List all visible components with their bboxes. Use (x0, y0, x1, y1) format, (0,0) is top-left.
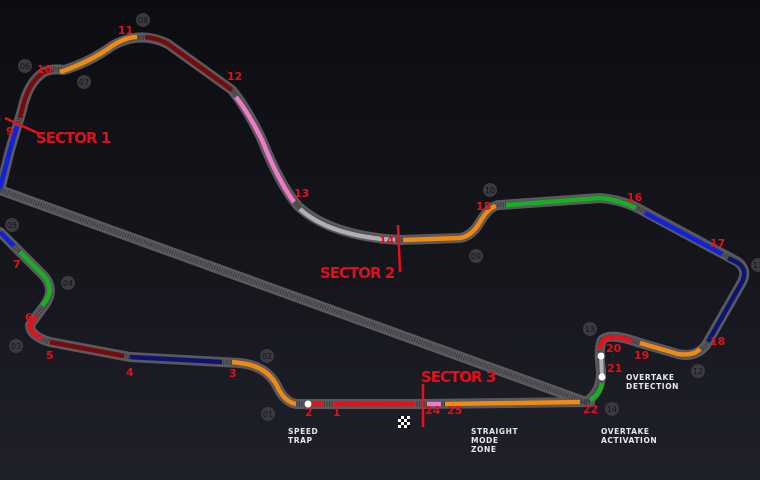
marker-badge: 10 (483, 183, 497, 197)
turn-number: 2 (305, 406, 313, 419)
turn-number: 1 (333, 406, 341, 419)
turn-number: 9 (6, 125, 14, 138)
detection-segment (599, 355, 604, 378)
turn-number: 16 (627, 191, 643, 204)
track-segment-grey (298, 207, 396, 243)
turn-number: 19 (634, 349, 649, 362)
svg-text:01: 01 (263, 410, 273, 419)
marker-badge: 06 (18, 59, 32, 73)
track-segment-navy (706, 255, 747, 344)
turn-number: 17 (710, 237, 725, 250)
points (304, 352, 606, 408)
turn-number: 4 (126, 366, 134, 379)
turn-number: 10 (37, 63, 53, 76)
svg-text:14: 14 (607, 405, 617, 414)
track-segment-red (597, 335, 633, 351)
track-segment-orange (639, 340, 702, 357)
track-segment-orange (59, 34, 138, 75)
turn-number: 24 (425, 404, 441, 417)
turn-number: 21 (607, 362, 622, 375)
turn-number: 13 (294, 187, 309, 200)
svg-text:08: 08 (138, 16, 148, 25)
turn-number: 6 (25, 311, 33, 324)
annotations: SPEED TRAP STRAIGHT MODE ZONE OVERTAKE D… (288, 373, 679, 454)
turn-number: 3 (229, 367, 237, 380)
overtake-detection-label: OVERTAKE (626, 373, 675, 382)
speed-trap-label: TRAP (288, 436, 313, 445)
svg-text:06: 06 (20, 62, 30, 71)
svg-text:12: 12 (693, 367, 703, 376)
track-segment-blue (0, 125, 20, 189)
turn-number: 5 (46, 349, 54, 362)
straight-mode-label: STRAIGHT (471, 427, 519, 436)
overtake-detection-dot (597, 352, 605, 360)
speed-segments (0, 34, 747, 407)
track-outline (0, 32, 750, 409)
track-segment-navy (129, 354, 223, 365)
svg-text:10: 10 (485, 186, 495, 195)
turn-number: 12 (227, 70, 242, 83)
marker-badges: 01 02 03 04 05 06 07 08 09 10 11 12 13 1… (5, 13, 760, 421)
speed-trap-label: SPEED (288, 427, 318, 436)
sector-1-label: SECTOR 1 (36, 129, 111, 147)
sector-2-label: SECTOR 2 (320, 264, 395, 282)
track-segment-pink (234, 95, 296, 204)
turn-number: 7 (13, 258, 21, 271)
turn-number: 14 (379, 234, 395, 247)
track-segment-orange (402, 203, 497, 243)
overtake-activation-dot (598, 373, 606, 381)
svg-text:05: 05 (7, 221, 17, 230)
straight-mode-label: MODE (471, 436, 499, 445)
track-segment-orange (231, 359, 297, 407)
overtake-activation-label: ACTIVATION (601, 436, 657, 445)
sector-3-label: SECTOR 3 (421, 368, 496, 386)
track-segment-blue (0, 230, 16, 248)
marker-badge: 08 (136, 13, 150, 27)
chequered-flag-icon (398, 416, 410, 428)
track-segment-dark-red (17, 67, 53, 119)
overtake-activation-label: OVERTAKE (601, 427, 650, 436)
speed-trap-dot (304, 400, 312, 408)
track-segment-dark-red (49, 339, 125, 359)
marker-badge: 13 (583, 322, 597, 336)
track-segment-red (27, 314, 43, 341)
track-segment-green (588, 382, 605, 402)
svg-text:03: 03 (11, 342, 21, 351)
marker-badge: 09 (469, 249, 483, 263)
overtake-detection-label: DETECTION (626, 382, 679, 391)
marker-badge: 04 (61, 276, 75, 290)
track-segment-green (505, 195, 638, 211)
turn-number: 11 (118, 24, 133, 37)
marker-badge: 11 (751, 258, 760, 272)
track-segment-blue (643, 211, 724, 256)
marker-badge: 02 (260, 349, 274, 363)
marker-badge: 14 (605, 402, 619, 416)
track-segment-orange (444, 399, 581, 407)
sector-1-line (4, 116, 41, 136)
turn-number: 25 (447, 404, 462, 417)
turn-number: 22 (583, 403, 598, 416)
marker-badge: 12 (691, 364, 705, 378)
sector-lines: SECTOR 1 SECTOR 2 SECTOR 3 (4, 116, 497, 427)
svg-text:13: 13 (585, 325, 595, 334)
svg-text:02: 02 (262, 352, 272, 361)
svg-text:07: 07 (79, 78, 89, 87)
straight-mode-label: ZONE (471, 445, 497, 454)
marker-badge: 05 (5, 218, 19, 232)
sector-2-line (396, 224, 402, 273)
svg-text:11: 11 (753, 261, 760, 270)
marker-badge: 01 (261, 407, 275, 421)
turn-number: 20 (606, 342, 622, 355)
svg-text:09: 09 (471, 252, 481, 261)
track-segment-green (18, 250, 52, 308)
turn-number: 18 (710, 335, 725, 348)
turn-numbers: 1 2 3 4 5 6 7 9 10 11 12 13 14 15 16 17 … (6, 24, 725, 419)
turn-number: 15 (476, 200, 491, 213)
marker-badge: 03 (9, 339, 23, 353)
svg-text:04: 04 (63, 279, 73, 288)
track-segment-dark-red (144, 34, 234, 92)
marker-badge: 07 (77, 75, 91, 89)
